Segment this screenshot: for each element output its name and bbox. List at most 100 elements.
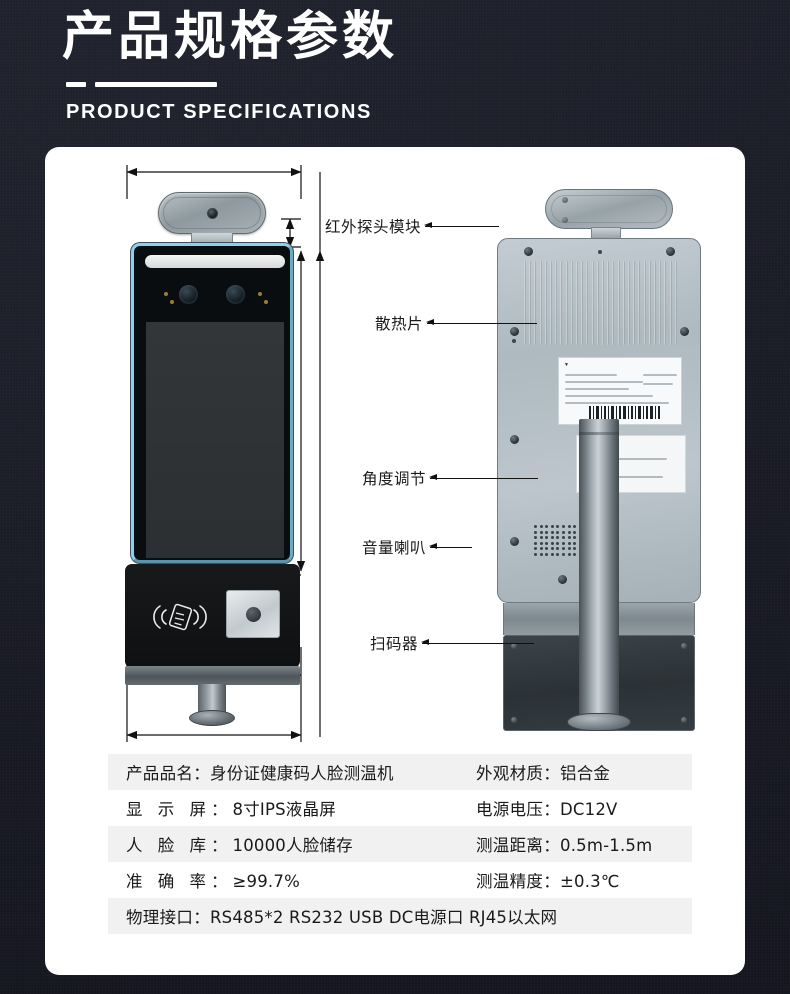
product-label: ▼ — [558, 357, 682, 425]
speaker-hole — [539, 536, 543, 540]
vent-hole-icon — [512, 339, 516, 343]
speaker-hole — [567, 541, 571, 545]
infrared-sensor-module-front — [158, 192, 266, 234]
heatsink-fin — [570, 261, 573, 345]
speaker-hole — [573, 547, 577, 551]
heatsink-fin — [586, 261, 589, 345]
screw-icon — [510, 537, 519, 546]
back-mount-foot — [567, 713, 631, 731]
heatsink-fin — [628, 261, 630, 345]
speaker-hole — [539, 541, 543, 545]
screw-icon — [558, 575, 567, 584]
table-row-interfaces: 物理接口： RS485*2 RS232 USB DC电源口 RJ45以太网 — [108, 898, 692, 934]
screw-icon — [680, 327, 689, 336]
rgb-camera-icon — [179, 285, 198, 304]
speaker-hole — [545, 541, 549, 545]
brand-mark: ▼ — [564, 362, 569, 368]
speaker-hole — [550, 553, 554, 556]
qr-scanner-window — [226, 590, 280, 638]
heatsink-fin — [560, 261, 563, 345]
heatsink-fin — [524, 261, 526, 345]
scanner-lens-icon — [245, 606, 261, 622]
product-diagram: ▼ — [45, 147, 745, 747]
spec-key: 产品品名： — [126, 764, 210, 783]
speaker-hole — [534, 536, 537, 540]
heatsink-fin — [581, 261, 584, 345]
spec-cell-right: 测温精度： ±0.3℃ — [476, 868, 620, 892]
heatsink-fin — [659, 261, 662, 345]
heatsink-fin — [555, 261, 558, 345]
divider-bar — [95, 81, 217, 87]
speaker-hole — [573, 541, 577, 545]
spec-value: RS485*2 RS232 USB DC电源口 RJ45以太网 — [210, 908, 558, 927]
speaker-hole — [573, 530, 577, 534]
callout-label: 扫码器 — [370, 635, 419, 653]
speaker-hole — [545, 536, 549, 540]
table-row: 准 确 率： ≥99.7% 测温精度： ±0.3℃ — [108, 862, 692, 898]
heatsink-fin — [648, 261, 651, 345]
speaker-hole — [545, 525, 549, 528]
infrared-lens-icon — [206, 207, 218, 219]
table-row: 产品品名： 身份证健康码人脸测温机 外观材质： 铝合金 — [108, 754, 692, 790]
heatsink-fin — [565, 261, 568, 345]
spec-value: 0.5m-1.5m — [560, 836, 653, 855]
speaker-hole — [562, 553, 565, 556]
spec-value: 8寸IPS液晶屏 — [232, 800, 336, 819]
spec-key: 测温精度： — [476, 872, 560, 891]
callout-arrow-icon — [426, 319, 538, 325]
heatsink-fin — [550, 261, 552, 345]
ir-led-icon — [164, 292, 168, 296]
heatsink-fin — [544, 261, 547, 345]
heatsink-fin — [529, 261, 532, 345]
infrared-sensor-module-back — [545, 189, 673, 229]
heatsink-fin — [654, 261, 656, 345]
heatsink-fin — [643, 261, 646, 345]
heatsink-fin — [534, 261, 537, 345]
speaker-hole — [567, 536, 571, 540]
speaker-hole — [556, 547, 560, 551]
screw-icon — [510, 435, 519, 444]
speaker-hole — [556, 536, 560, 540]
spec-value: DC12V — [560, 800, 618, 819]
heatsink-fin — [591, 261, 594, 345]
back-mount-pole — [579, 419, 619, 719]
spec-key: 外观材质： — [476, 764, 560, 783]
speaker-hole — [539, 547, 543, 551]
callout-label: 音量喇叭 — [362, 539, 427, 557]
speaker-hole — [539, 525, 543, 528]
table-row: 显 示 屏： 8寸IPS液晶屏 电源电压： DC12V — [108, 790, 692, 826]
spec-key: 电源电压： — [476, 800, 560, 819]
spec-key: 准 确 率： — [126, 872, 233, 891]
callout-speaker: 音量喇叭 — [362, 536, 473, 558]
heatsink-fin — [622, 261, 625, 345]
speaker-hole — [545, 547, 549, 551]
front-base-plate — [125, 666, 300, 685]
specifications-table: 产品品名： 身份证健康码人脸测温机 外观材质： 铝合金 显 示 屏： 8寸IPS… — [108, 754, 692, 934]
spec-cell-right: 电源电压： DC12V — [476, 796, 618, 820]
speaker-hole — [562, 530, 565, 534]
callout-angle-adjustment: 角度调节 — [362, 467, 539, 489]
divider-dash — [66, 81, 86, 87]
screw-icon — [524, 247, 533, 256]
speaker-hole — [567, 525, 571, 528]
callout-arrow-icon — [424, 222, 500, 228]
spec-cell-left: 人 脸 库： 10000人脸储存 — [126, 832, 476, 856]
camera-row — [134, 276, 290, 316]
speaker-hole — [562, 536, 565, 540]
spec-key: 物理接口： — [126, 908, 210, 927]
spec-cell-left: 准 确 率： ≥99.7% — [126, 868, 476, 892]
speaker-hole — [567, 530, 571, 534]
spec-cell-right: 外观材质： 铝合金 — [476, 760, 610, 784]
table-row: 人 脸 库： 10000人脸储存 测温距离： 0.5m-1.5m — [108, 826, 692, 862]
callout-qr-scanner: 扫码器 — [370, 632, 535, 654]
screw-icon — [562, 217, 568, 223]
heatsink-fin — [674, 261, 677, 345]
spec-card: ▼ — [45, 147, 745, 975]
speaker-hole — [550, 525, 554, 528]
speaker-hole — [550, 530, 554, 534]
speaker-hole — [539, 530, 543, 534]
speaker-hole — [534, 530, 537, 534]
heatsink-fin — [633, 261, 636, 345]
spec-value: ≥99.7% — [232, 872, 300, 891]
screw-icon — [681, 717, 687, 723]
